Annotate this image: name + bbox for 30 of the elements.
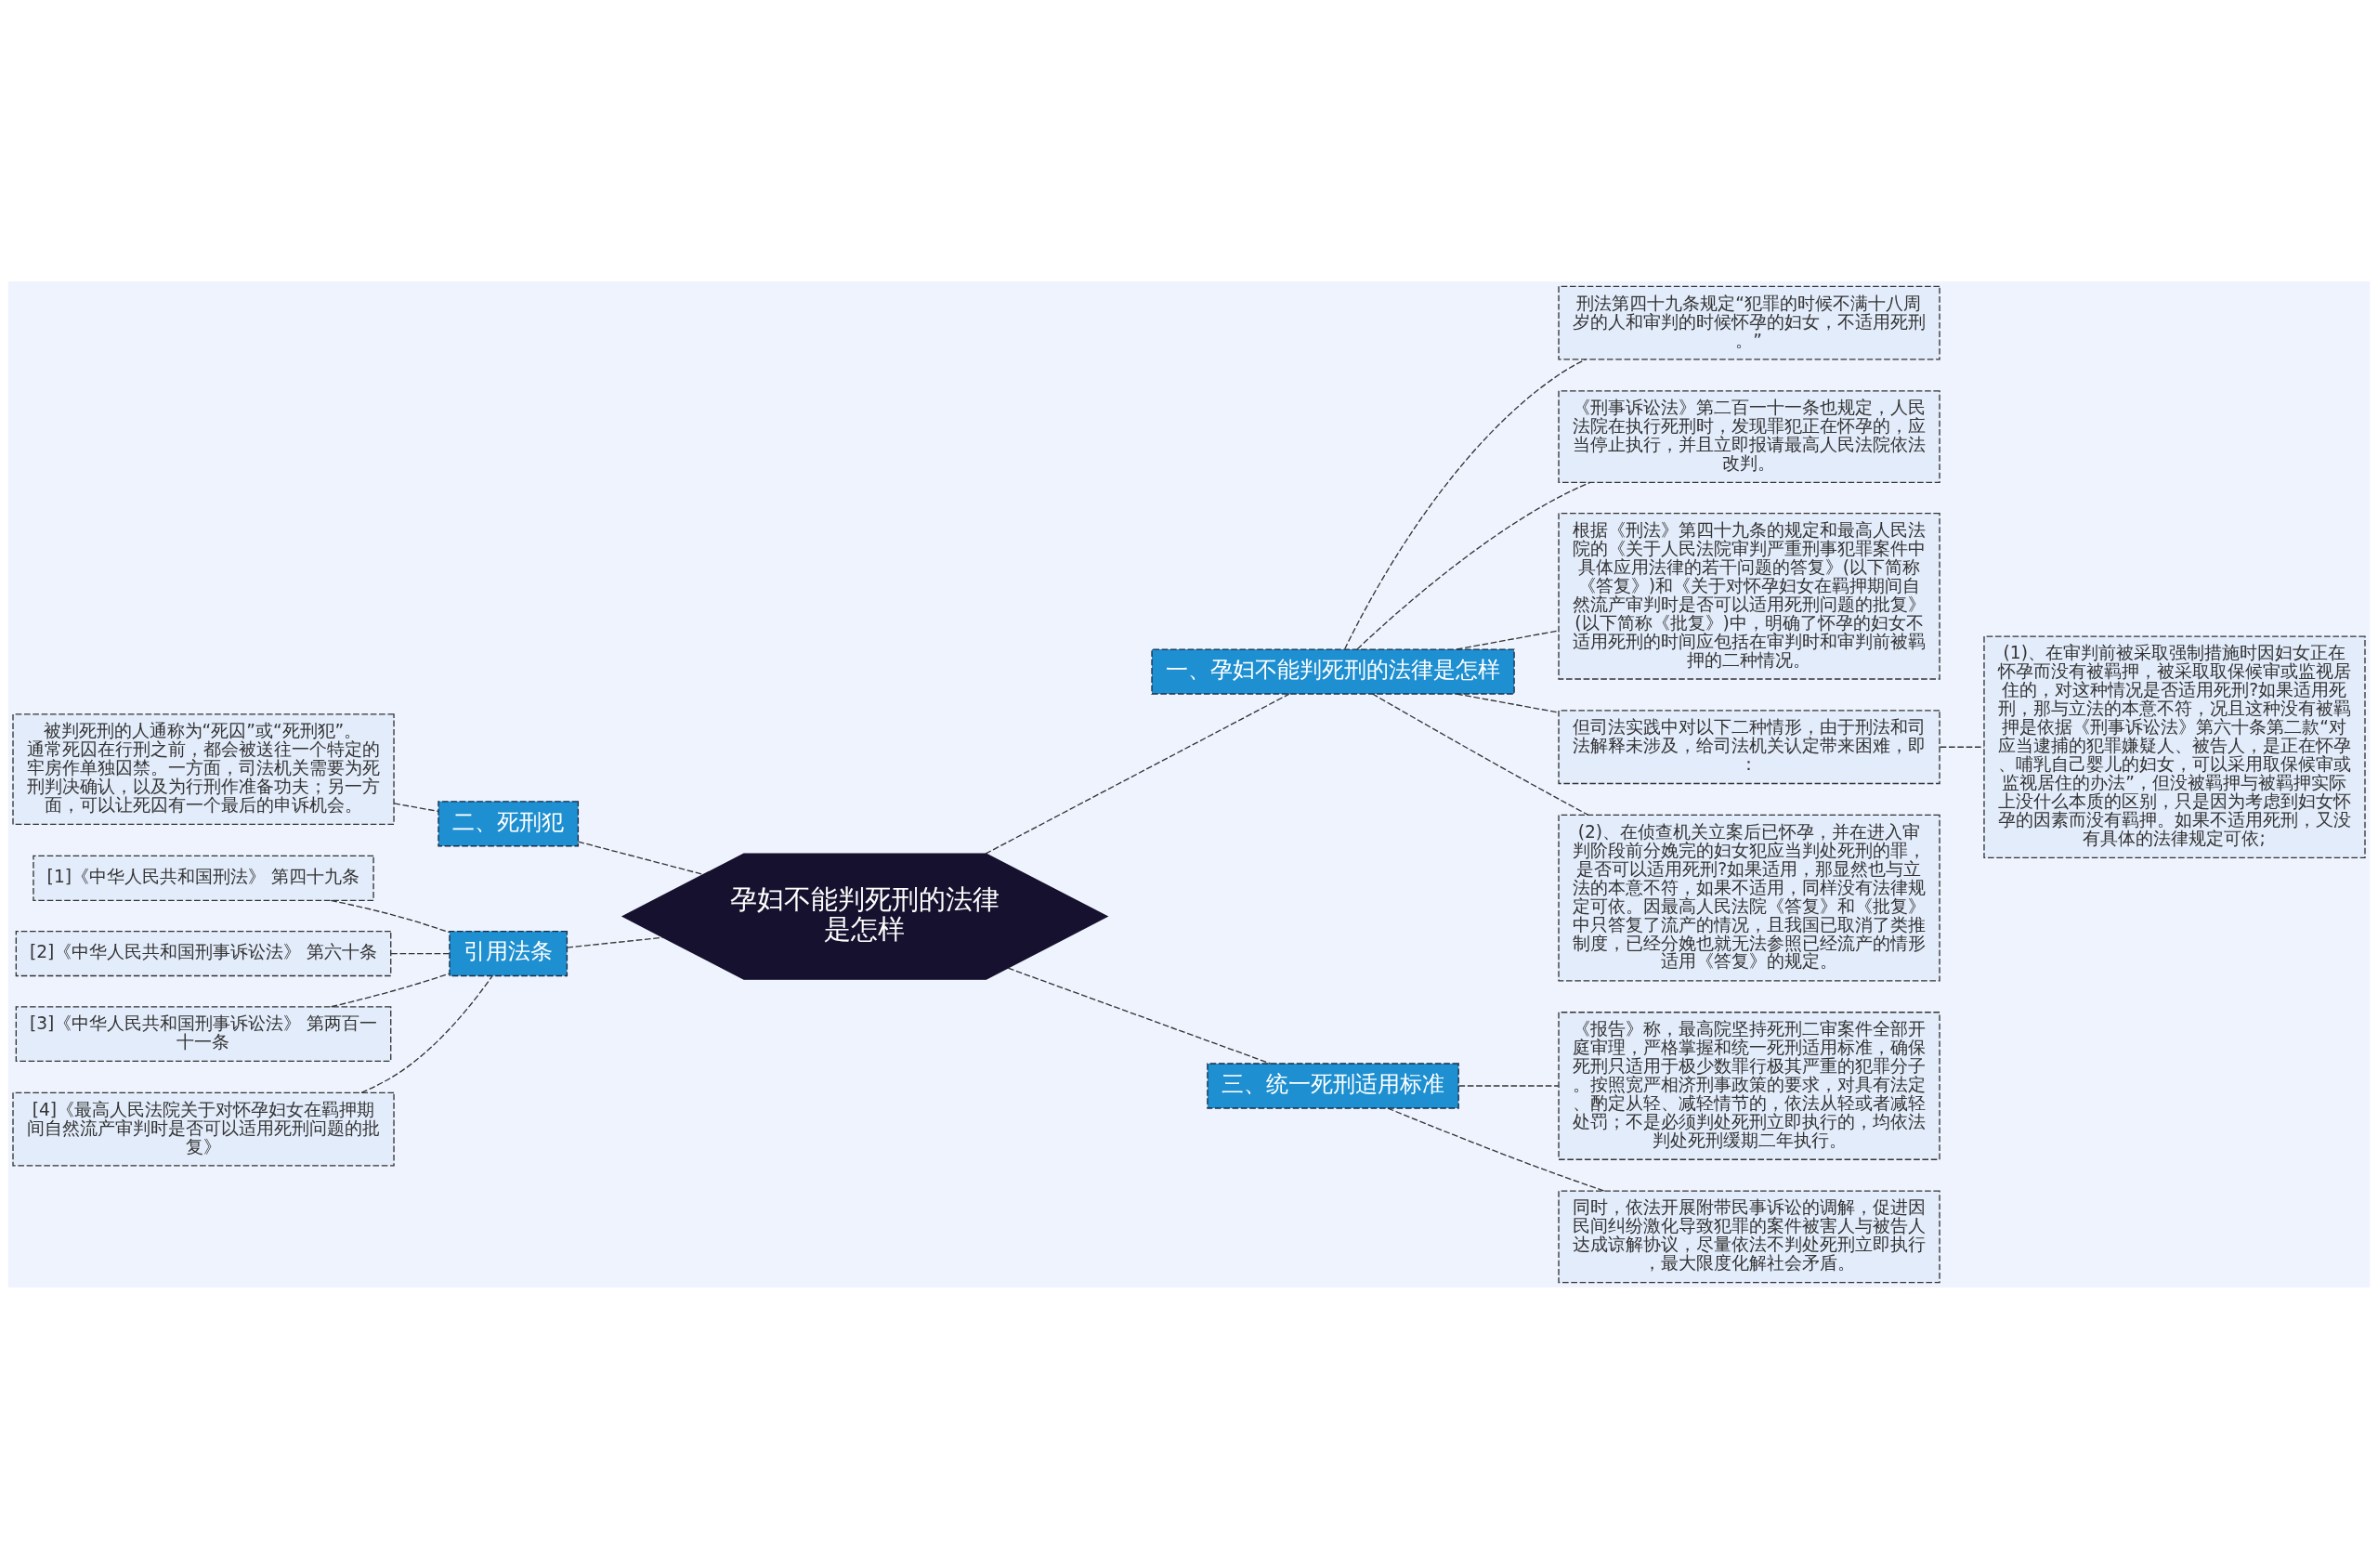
node-box: 同时，依法开展附带民事诉讼的调解，促进因民间纠纷激化导致犯罪的案件被害人与被告人达成谅解协议，尽量依法不判处死刑立即执行，最大限度化解社会矛盾。 [1558,1190,1940,1283]
connector [1344,358,1587,649]
connector [390,952,451,954]
connector [985,693,1290,855]
node-box: 二、死刑犯 [438,800,580,846]
node-box: 引用法条 [449,930,568,976]
connector [1940,746,1985,748]
node-box: 《报告》称，最高院坚持死刑二审案件全部开庭审理，严格掌握和统一死刑适用标准，确保死刑只适用于极少数罪行极其严重的犯罪分子。按照宽严相济刑事政策的要求，对具有法定、酌定从轻、减轻情节的，依法从轻或者减轻处罚；不是必须判处死刑立即执行的，均依法判处死刑缓期二年执行。 [1558,1011,1940,1160]
node-box: 三、统一死刑适用标准 [1207,1062,1459,1109]
node-box: [2]《中华人民共和国刑事诉讼法》 第六十条 [15,930,392,976]
connector [577,840,704,875]
connector [1456,692,1560,713]
node-box: 一、孕妇不能判死刑的法律是怎样 [1151,647,1515,695]
node-box: [3]《中华人民共和国刑事诉讼法》 第两百一十一条 [15,1005,392,1062]
connector [1457,1084,1560,1087]
connector [1456,629,1560,650]
node-box: [4]《最高人民法院关于对怀孕妇女在羁押期间自然流产审判时是否可以适用死刑问题的批复》 [12,1091,395,1167]
connector [566,936,664,948]
connector [1356,481,1591,650]
node-box: 《刑事诉讼法》第二百一十一条也规定，人民法院在执行死刑时，发现罪犯正在怀孕的，应当停止执行，并且立即报请最高人民法院依法改判。 [1558,389,1940,483]
node-box: [1]《中华人民共和国刑法》 第四十九条 [33,855,374,901]
connector [1007,967,1272,1065]
node-box: (1)、在审判前被采取强制措施时因妇女正在怀孕而没有被羁押，被采取取保候审或监视居住的，对这种情况是否适用死刑?如果适用死刑，那与立法的本意不符，况且这种没有被羁押是依据《刑事诉讼法》第六十条第二款“对应当逮捕的犯罪嫌疑人、被告人，是正在怀孕、哺乳自己婴儿的妇女，可以采用取保候审或监视居住的办法”，但没被羁押与被羁押实际上没什么本质的区别，只是因为考虑到妇女怀孕的因素而没有羁押。如果不适用死刑，又没有具体的法律规定可依; [1983,634,2366,858]
node-box: 刑法第四十九条规定“犯罪的时候不满十八周岁的人和审判的时候怀孕的妇女，不适用死刑。” [1558,285,1940,360]
connector [393,802,439,812]
node-box: 但司法实践中对以下二种情形，由于刑法和司法解释未涉及，给司法机关认定带来困难，即： [1558,709,1940,784]
node-box: 被判死刑的人通称为“死囚”或“死刑犯”。通常死囚在行刑之前，都会被送往一个特定的牢房作单独囚禁。一方面，司法机关需要为死刑判决确认，以及为行刑作准备功夫；另一方面，可以让死囚有一个最后的申诉机会。 [12,712,395,825]
connector [1371,692,1589,816]
node-box: 根据《刑法》第四十九条的规定和最高人民法院的《关于人民法院审判严重刑事犯罪案件中具体应用法律的若干问题的答复》(以下简称《答复》)和《关于对怀孕妇女在羁押期间自然流产审判时是否可以适用死刑问题的批复》(以下简称《批复》)中，明确了怀孕的妇女不适用死刑的时间应包括在审判时和审判前被羁押的二种情况。 [1558,512,1940,680]
node-box: (2)、在侦查机关立案后已怀孕，并在进入审判阶段前分娩完的妇女犯应当判处死刑的罪，是否可以适用死刑?如果适用，那显然也与立法的本意不符，如果不适用，同样没有法律规定可依。因最高人民法院《答复》和《批复》中只答复了流产的情况，且我国已取消了类推制度，已经分娩也就无法参照已经流产的情形适用《答复》的规定。 [1558,814,1940,981]
